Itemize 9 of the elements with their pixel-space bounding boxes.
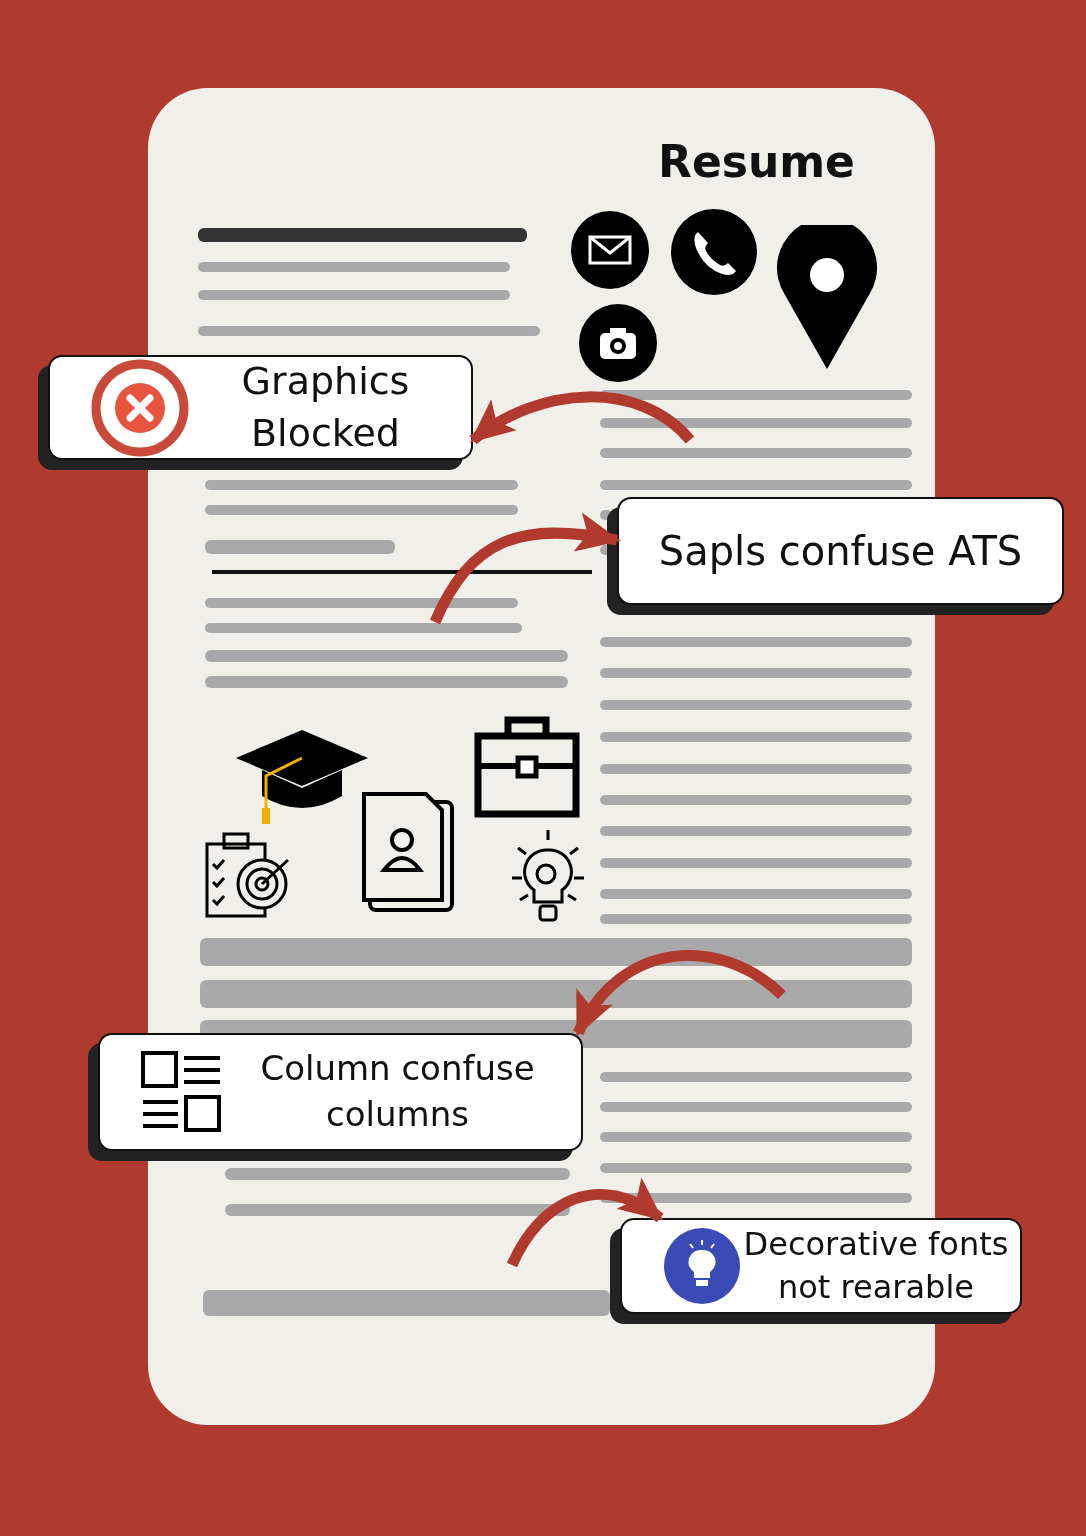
resume-heading: Resume [658, 136, 855, 187]
callout-text: Sapls confuse ATS [657, 527, 1024, 576]
callout-text: Decorative fonts not rearable [742, 1223, 1010, 1308]
curved-arrow [507, 1178, 664, 1268]
callout-text: Graphics Blocked [240, 358, 411, 457]
curved-arrow [469, 391, 694, 445]
curved-arrow [573, 950, 786, 1037]
curved-arrow [430, 513, 621, 625]
callout-text: Column confuse columns [259, 1047, 536, 1136]
